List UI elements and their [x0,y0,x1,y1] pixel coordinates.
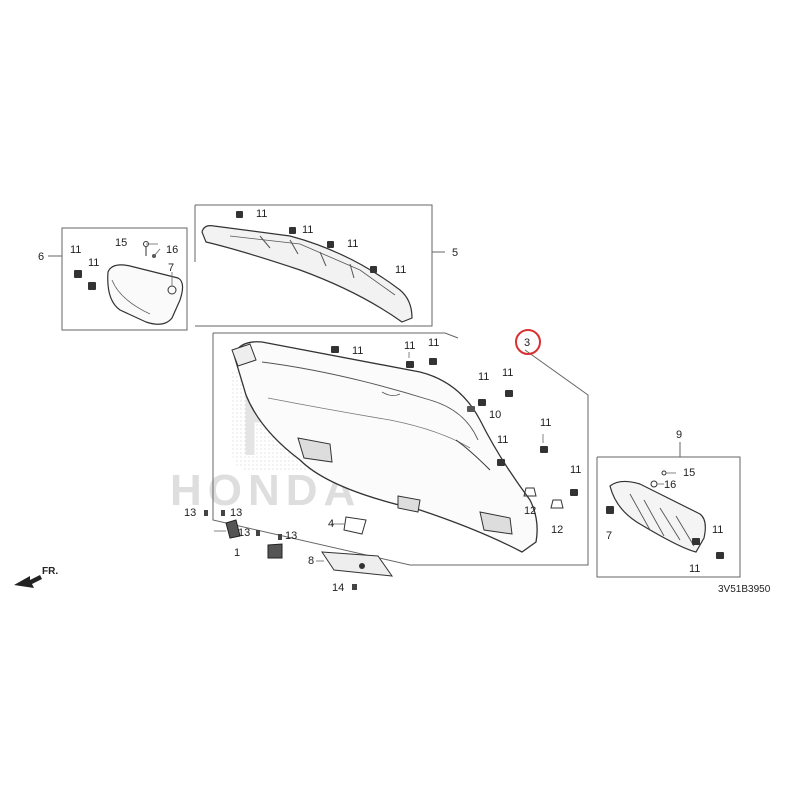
part-5-group [194,204,445,327]
callout-label: 11 [302,224,313,236]
callout-label: 15 [115,237,127,249]
callout-label: 15 [683,467,695,479]
callout-label: 7 [606,530,612,542]
callout-label: 11 [88,257,99,269]
callout-label: 13 [285,530,297,542]
callout-label: 16 [664,479,676,491]
callout-label: 11 [689,563,700,575]
loose-parts [204,510,394,590]
callout-label: 11 [540,417,551,429]
callout-label: 11 [478,371,489,383]
callout-label: 14 [332,582,344,594]
part-3-group [212,332,589,566]
callout-label: 8 [308,555,314,567]
callout-label: 11 [570,464,581,476]
front-arrow: FR. [14,566,58,588]
front-label: FR. [42,566,58,577]
part-6-group [48,227,188,331]
callout-label: 11 [502,367,513,379]
callout-label: 11 [256,208,267,220]
callout-label: 11 [352,345,363,357]
callout-label: 9 [676,429,682,441]
callout-label: 11 [404,340,415,352]
callout-label: 5 [452,247,458,259]
callout-label: 11 [712,524,723,536]
callout-label: 10 [489,409,501,421]
drawing-code: 3V51B3950 [718,584,771,595]
callout-labels: 1 3 4 5 6 7 7 8 9 10 11 11 11 11 11 11 1… [38,208,723,594]
callout-label: 11 [395,264,406,276]
part-9-group [596,442,741,578]
callout-label: 1 [234,547,240,559]
highlight-ring [515,329,541,355]
callout-label: 13 [230,507,242,519]
callout-label: 7 [168,262,174,274]
callout-label: 12 [524,505,536,517]
callout-label: 13 [238,527,250,539]
callout-label: 11 [428,337,439,349]
callout-label: 12 [551,524,563,536]
callout-label: 16 [166,244,178,256]
callout-label: 11 [70,244,81,256]
callout-label: 13 [184,507,196,519]
callout-label: 11 [497,434,508,446]
callout-label: 4 [328,518,334,530]
callout-label: 6 [38,251,44,263]
callout-label: 11 [347,238,358,250]
callout-label-3[interactable]: 3 [524,337,530,349]
